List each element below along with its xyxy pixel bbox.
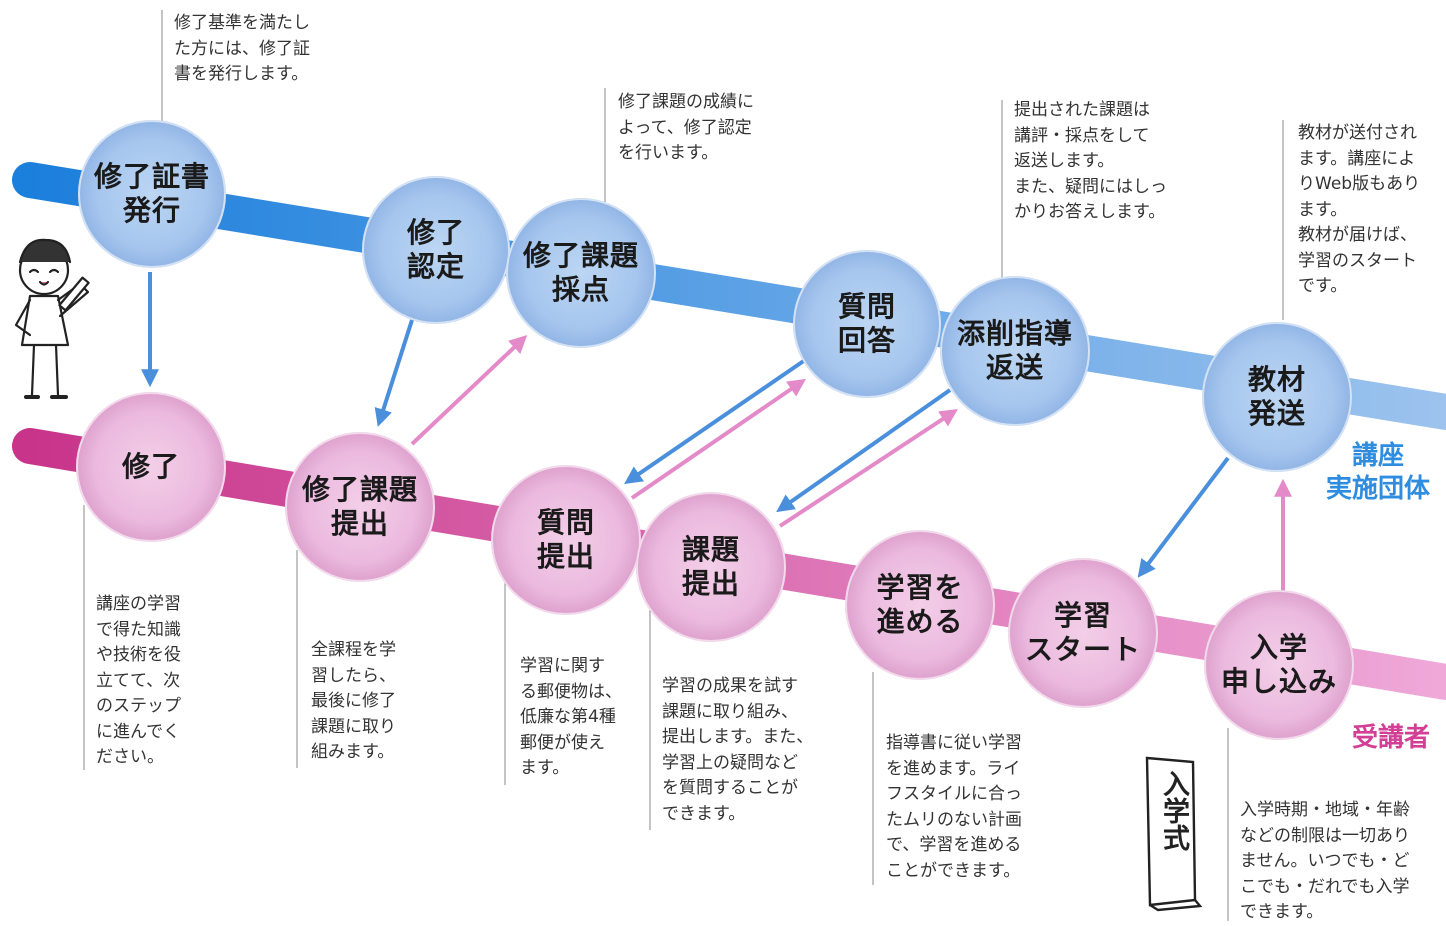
node-final-grading: 修了課題 採点 xyxy=(506,198,656,348)
desc-question: 学習に関す る郵便物は、 低廉な第4種 郵便が使え ます。 xyxy=(520,656,622,778)
desc-completion-cert: 修了課題の成績に よって、修了認定 を行います。 xyxy=(618,92,754,163)
node-answer: 質問 回答 xyxy=(793,250,941,398)
entrance-ceremony-sign xyxy=(1145,756,1203,912)
node-start: 学習 スタート xyxy=(1008,558,1158,708)
node-completion: 修了 xyxy=(76,392,226,542)
sign-text: 入学式 xyxy=(1158,770,1189,851)
node-certificate-issue: 修了証書 発行 xyxy=(78,120,226,268)
node-materials-shipping: 教材 発送 xyxy=(1202,322,1352,472)
arrow-materials-to-start xyxy=(1137,456,1230,578)
desc-certificate: 修了基準を満たし た方には、修了証 書を発行します。 xyxy=(174,13,310,84)
desc-progress: 指導書に従い学習 を進めます。ライ フスタイルに合っ たムリのない計画 で、学習… xyxy=(886,733,1022,881)
arrow-cert-to-final-submit xyxy=(374,319,414,427)
arrow-assignment-to-correction xyxy=(778,409,959,528)
arrow-question-to-answer xyxy=(630,378,806,500)
node-apply: 入学 申し込み xyxy=(1204,590,1354,740)
node-completion-cert: 修了 認定 xyxy=(362,176,510,324)
node-progress: 学習を 進める xyxy=(845,530,995,680)
desc-apply: 入学時期・地域・年齢 などの制限は一切あり ません。いつでも・ど こでも・だれで… xyxy=(1240,800,1410,922)
node-question-submit: 質問 提出 xyxy=(491,465,641,615)
learner-label: 受講者 xyxy=(1352,723,1431,753)
desc-correction: 提出された課題は 講評・採点をして 返送します。 また、疑問にはしっ かりお答え… xyxy=(1014,100,1167,222)
desc-materials: 教材が送付され ます。講座によ りWeb版もあり ます。 教材が届けば、 学習の… xyxy=(1298,123,1421,296)
desc-final-submit: 全課程を学 習したら、 最後に修了 課題に取り 組みます。 xyxy=(311,640,396,762)
arrow-correction-to-assignment xyxy=(776,388,952,513)
desc-completion: 講座の学習 で得た知識 や技術を役 立てて、次 のステップ に進んでく ださい。 xyxy=(96,594,181,767)
node-assignment-submit: 課題 提出 xyxy=(636,492,786,642)
node-correction-return: 添削指導 返送 xyxy=(940,276,1090,426)
graduate-figure xyxy=(14,238,90,399)
arrow-answer-to-question xyxy=(624,356,810,485)
provider-label: 講座 実施団体 xyxy=(1326,441,1431,504)
desc-assignment: 学習の成果を試す 課題に取り組み、 提出します。また、 学習上の疑問など を質問… xyxy=(662,676,814,824)
node-final-submit: 修了課題 提出 xyxy=(285,432,435,582)
arrow-final-submit-to-grading xyxy=(410,335,528,446)
